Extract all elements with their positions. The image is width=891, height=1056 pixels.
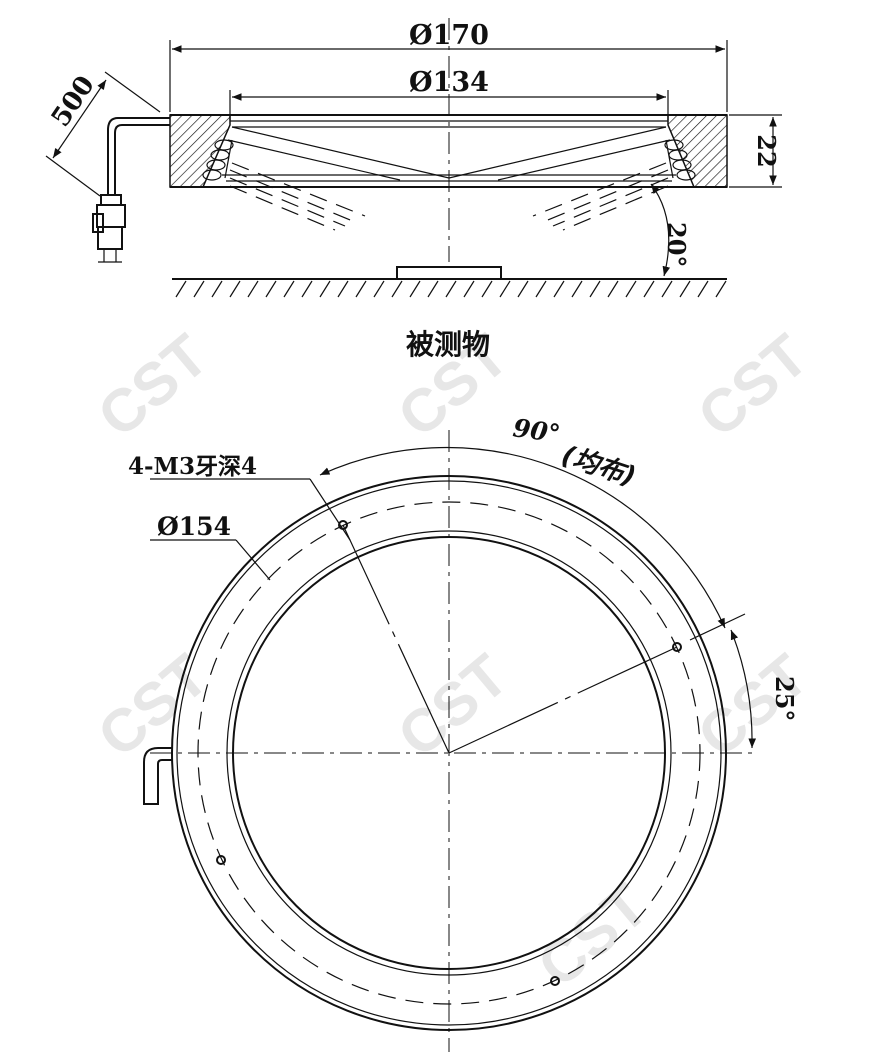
right-led-array bbox=[664, 139, 696, 181]
mounting-hole bbox=[216, 855, 226, 865]
left-led-array bbox=[202, 139, 234, 181]
right-light-rays bbox=[532, 162, 669, 231]
left-light-rays bbox=[229, 162, 366, 231]
height-label: 22 bbox=[752, 134, 781, 167]
object-label: 被测物 bbox=[406, 328, 490, 361]
right-section-hatch bbox=[667, 114, 728, 188]
thread-note-label: 4-M3牙深4 bbox=[128, 453, 257, 480]
cable-length-label: 500 bbox=[46, 71, 101, 133]
cable-length-dimension-line bbox=[52, 79, 107, 159]
cable-exit bbox=[143, 747, 172, 805]
watermark-text: CST bbox=[85, 641, 220, 769]
left-section-hatch bbox=[169, 114, 231, 188]
hole-spacing-label: 90° bbox=[511, 413, 562, 448]
watermark-text: CST bbox=[525, 871, 660, 999]
hole-circle-leader bbox=[235, 539, 271, 581]
angle-label: 20° bbox=[662, 222, 691, 267]
mounting-hole bbox=[672, 642, 682, 652]
thread-leader bbox=[309, 478, 351, 541]
hole-circle-diameter-label: Ø154 bbox=[157, 512, 231, 541]
measured-object bbox=[396, 266, 502, 280]
offset-angle-arc bbox=[730, 629, 757, 749]
hole-spacing-note: (均布) bbox=[558, 440, 639, 492]
angle-arc bbox=[650, 183, 671, 277]
offset-angle-label: 25° bbox=[770, 676, 799, 721]
side-view: Ø170 Ø134 bbox=[45, 18, 782, 361]
watermark-text: CST bbox=[685, 641, 820, 769]
hole-spacing-arc bbox=[319, 446, 726, 629]
watermark-text: CST bbox=[685, 321, 820, 449]
cable-assembly bbox=[92, 117, 170, 263]
mounting-hole bbox=[550, 976, 560, 986]
ground-hatch bbox=[175, 280, 727, 298]
watermark-text: CST bbox=[85, 321, 220, 449]
